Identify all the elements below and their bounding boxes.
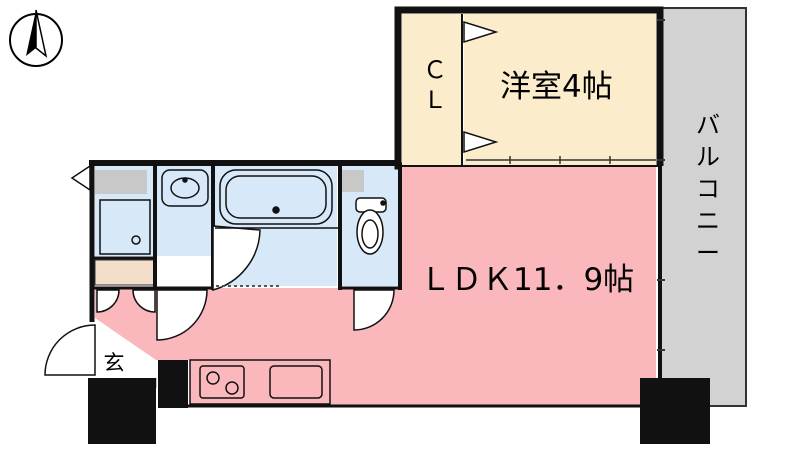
western-room-sliding-door <box>466 156 656 164</box>
pillar-kitchen <box>158 360 188 408</box>
entrance-label-bg <box>97 344 131 378</box>
western-room-label: 洋室4帖 <box>500 69 613 105</box>
door-swings <box>44 164 395 376</box>
svg-text:バ: バ <box>696 111 720 139</box>
walls <box>89 6 664 408</box>
svg-text:コ: コ <box>696 175 720 203</box>
ldk-room <box>156 166 656 406</box>
gray-toilet-shelf <box>342 170 364 192</box>
entrance-label: 玄 <box>104 351 125 375</box>
washing-machine-icon <box>99 199 151 255</box>
bathtub-icon <box>219 169 333 225</box>
toilet-icon <box>355 197 387 255</box>
closet-label-l: Ｌ <box>423 86 447 114</box>
sink-icon <box>269 365 323 399</box>
closet-doors <box>463 20 499 154</box>
north-arrow-icon <box>9 9 63 67</box>
svg-text:ニ: ニ <box>696 207 720 235</box>
balcony <box>659 7 747 407</box>
closet <box>402 14 462 166</box>
stove-icon <box>199 365 245 399</box>
svg-text:ル: ル <box>696 143 720 171</box>
kitchen-counter <box>189 359 331 405</box>
pillar-left <box>88 378 156 444</box>
washbasin-icon <box>161 169 209 207</box>
ldk-label: ＬＤＫ11．9帖 <box>420 262 634 298</box>
storage <box>94 259 156 286</box>
pillar-right <box>640 378 710 444</box>
western-room <box>464 14 656 166</box>
svg-text:ー: ー <box>696 239 720 267</box>
gray-cabinet <box>95 170 147 194</box>
closet-label-c: Ｃ <box>423 56 447 84</box>
balcony-window <box>657 19 665 351</box>
balcony-label: バ ル コ ニ ー <box>696 111 720 267</box>
